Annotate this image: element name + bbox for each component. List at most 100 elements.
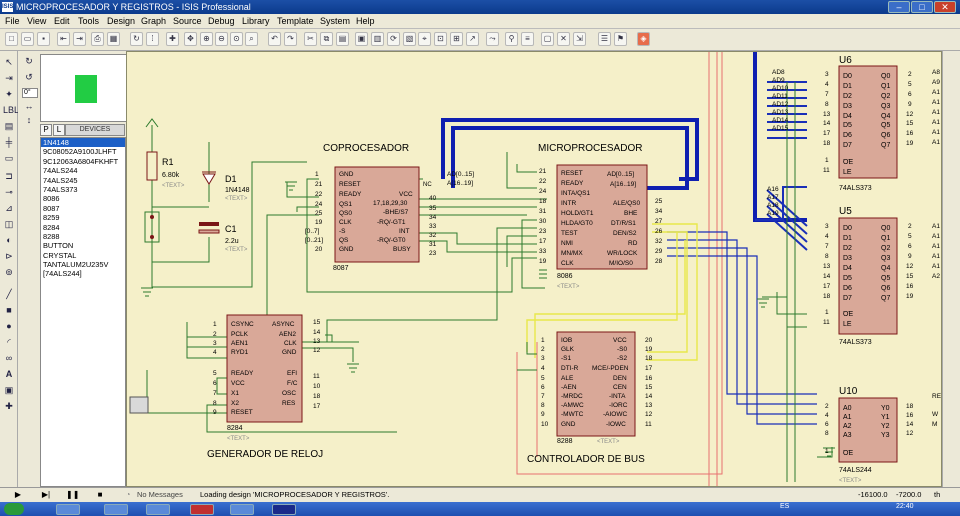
save-icon[interactable]: ▪ — [37, 32, 50, 46]
tape-icon[interactable]: ◫ — [4, 219, 14, 229]
copy-icon[interactable]: ⧉ — [320, 32, 333, 46]
r1-resistor[interactable]: R1 6.80k <TEXT> — [145, 118, 185, 189]
taskbar-app[interactable] — [272, 504, 296, 515]
button-switch[interactable] — [144, 211, 160, 243]
menu-help[interactable]: Help — [356, 16, 375, 26]
export-icon[interactable]: ⇥ — [73, 32, 86, 46]
overview-window[interactable] — [40, 54, 130, 122]
list-item[interactable]: 9C08052A9100JLHFT — [43, 147, 117, 157]
block-copy-icon[interactable]: ▣ — [355, 32, 368, 46]
box-icon[interactable]: ■ — [6, 305, 12, 315]
list-item[interactable]: CRYSTAL — [43, 250, 77, 260]
language-indicator[interactable]: ES — [780, 503, 790, 510]
crystal[interactable] — [129, 396, 149, 414]
pan-icon[interactable]: ✥ — [184, 32, 197, 46]
netlist-icon[interactable]: ◈ — [637, 32, 650, 46]
print-icon[interactable]: ⎙ — [91, 32, 104, 46]
list-item[interactable]: 74ALS244 — [43, 166, 78, 176]
text-icon[interactable]: A — [5, 369, 13, 379]
list-item[interactable]: 74ALS245 — [43, 175, 78, 185]
decompose-icon[interactable]: ↗ — [466, 32, 479, 46]
block-move-icon[interactable]: ▥ — [371, 32, 384, 46]
search-icon[interactable]: ⚲ — [505, 32, 518, 46]
play-icon[interactable]: ▶ — [14, 490, 22, 499]
selection-mode-icon[interactable]: ↖ — [5, 57, 13, 67]
devices-list[interactable]: 1N4148 9C08052A9100JLHFT 9C12063A6804FKH… — [40, 137, 126, 487]
cut-icon[interactable]: ✂ — [304, 32, 317, 46]
paste-icon[interactable]: ▤ — [336, 32, 349, 46]
step-icon[interactable]: ▶| — [41, 490, 51, 499]
list-item[interactable]: 9C12063A6804FKHFT — [43, 156, 119, 166]
ic-u6-74als373[interactable]: U6 D0 D1 D2 D3 D4 D5 D6 D7 Q0 Q1 Q2 Q3 Q… — [772, 55, 940, 192]
ic-8086[interactable]: RESET READY INTA/QS1 INTR HOLD/GT1 HLDA/… — [447, 164, 663, 290]
list-item[interactable]: 74ALS373 — [43, 184, 78, 194]
line-icon[interactable]: ╱ — [6, 289, 12, 299]
open-icon[interactable]: ▭ — [21, 32, 34, 46]
undo-icon[interactable]: ↶ — [268, 32, 281, 46]
list-item[interactable]: 8259 — [43, 213, 60, 223]
block-rotate-icon[interactable]: ⟳ — [387, 32, 400, 46]
arc-icon[interactable]: ◜ — [7, 337, 11, 347]
subcircuit-icon[interactable]: ▭ — [4, 153, 14, 163]
vertical-scrollbar[interactable] — [942, 51, 960, 487]
taskbar-app[interactable] — [146, 504, 170, 515]
rotate-ccw-icon[interactable]: ↺ — [25, 72, 33, 82]
list-item[interactable]: 8288 — [43, 231, 60, 241]
menu-view[interactable]: View — [27, 16, 47, 26]
area-icon[interactable]: ▦ — [107, 32, 120, 46]
circle-icon[interactable]: ● — [6, 321, 12, 331]
text-script-icon[interactable]: ▤ — [4, 121, 14, 131]
rotation-field[interactable]: 0° — [22, 88, 38, 98]
wire-label-icon[interactable]: LBL — [3, 105, 20, 115]
list-item[interactable]: TANTALUM2U235V — [43, 260, 109, 270]
wire-autoroute-icon[interactable]: ⤳ — [486, 32, 499, 46]
maximize-button[interactable]: □ — [911, 1, 933, 13]
mirror-x-icon[interactable]: ↔ — [24, 101, 34, 111]
refresh-icon[interactable]: ↻ — [130, 32, 143, 46]
schematic-canvas[interactable]: R1 6.80k <TEXT> D1 1N4148 <TEXT> C1 2.2u… — [126, 51, 942, 487]
make-device-icon[interactable]: ⊡ — [434, 32, 447, 46]
menu-file[interactable]: File — [5, 16, 20, 26]
zoom-out-icon[interactable]: ⊖ — [215, 32, 228, 46]
messages-label[interactable]: No Messages — [137, 490, 183, 499]
list-item[interactable]: 8284 — [43, 222, 60, 232]
rotate-cw-icon[interactable]: ↻ — [25, 56, 33, 66]
menu-tools[interactable]: Tools — [78, 16, 100, 26]
zoom-all-icon[interactable]: ⊙ — [230, 32, 243, 46]
start-button[interactable] — [4, 503, 24, 515]
component-mode-icon[interactable]: ⇥ — [5, 73, 13, 83]
menu-template[interactable]: Template — [277, 16, 314, 26]
junction-mode-icon[interactable]: ✦ — [5, 89, 13, 99]
taskbar-app[interactable] — [104, 504, 128, 515]
list-item[interactable]: 8087 — [43, 203, 60, 213]
generator-icon[interactable]: ◐ — [6, 235, 12, 245]
probe-icon[interactable]: ⊳ — [5, 251, 13, 261]
terminal-icon[interactable]: ⊐ — [5, 171, 13, 181]
menu-system[interactable]: System — [320, 16, 351, 26]
c1-capacitor[interactable]: C1 2.2u <TEXT> — [198, 222, 248, 253]
close-button[interactable]: ✕ — [934, 1, 956, 13]
path-icon[interactable]: ∞ — [5, 353, 13, 363]
ic-u5-74als373[interactable]: U5 D0 D1 D2 D3 D4 D5 D6 D7 Q0 Q1 Q2 Q3 Q… — [767, 186, 940, 346]
mirror-y-icon[interactable]: ↕ — [26, 115, 32, 125]
zoom-in-icon[interactable]: ⊕ — [200, 32, 213, 46]
menu-design[interactable]: Design — [107, 16, 136, 26]
ic-8288[interactable]: IOB GLK -S1 DTI-R ALE -AEN -MRDC -AMWC -… — [541, 331, 653, 445]
ic-8087[interactable]: GND RESET READY QS1 QS0 CLK -S QS GND VC… — [305, 166, 437, 272]
menu-edit[interactable]: Edit — [54, 16, 70, 26]
goto-sheet-icon[interactable]: ⇲ — [573, 32, 586, 46]
new-icon[interactable]: □ — [5, 32, 18, 46]
new-sheet-icon[interactable]: ▢ — [541, 32, 554, 46]
import-icon[interactable]: ⇤ — [57, 32, 70, 46]
list-item[interactable]: [74ALS244] — [43, 269, 82, 279]
menu-graph[interactable]: Graph — [141, 16, 167, 26]
list-item[interactable]: 8086 — [43, 194, 60, 204]
marker-icon[interactable]: ✚ — [5, 401, 13, 411]
pause-icon[interactable]: ❚❚ — [66, 490, 80, 499]
property-icon[interactable]: ≡ — [521, 32, 534, 46]
taskbar-app[interactable] — [190, 504, 214, 515]
clock[interactable]: 22:40 — [896, 503, 914, 510]
zoom-area-icon[interactable]: ⌕ — [245, 32, 258, 46]
redo-icon[interactable]: ↷ — [284, 32, 297, 46]
ic-u10-74als244[interactable]: U10 A0 A1 A2 A3 Y0 Y1 Y2 Y3 OE 2 4 6 8 1… — [825, 386, 942, 484]
